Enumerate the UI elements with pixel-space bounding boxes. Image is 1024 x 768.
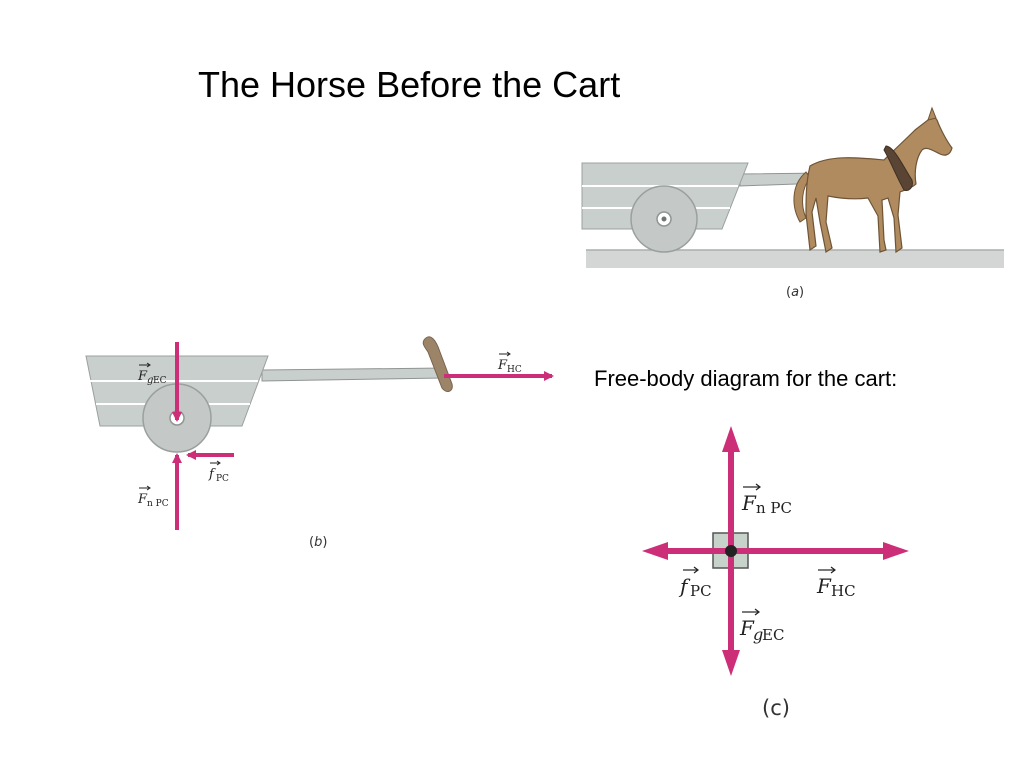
fbd-center-dot (725, 545, 737, 557)
panel-a-label: (a) (786, 285, 804, 300)
fbd-caption: Free-body diagram for the cart: (594, 366, 898, 391)
panel-a-horse-cart (581, 106, 1004, 268)
svg-text:F: F (741, 491, 757, 515)
label-friction-c: f PC (678, 566, 712, 600)
svg-text:n PC: n PC (756, 499, 792, 517)
panel-c-fbd (642, 426, 909, 676)
panel-b-label: (b) (309, 535, 327, 550)
panel-b-cart (85, 336, 554, 530)
label-gravity-b: F g EC (137, 362, 167, 386)
svg-text:EC: EC (762, 626, 784, 644)
cart-shaft-b (261, 367, 445, 382)
ground-strip (586, 250, 1004, 268)
svg-text:F: F (497, 358, 508, 373)
horse-collar (883, 145, 913, 191)
panel-c-label: (c) (762, 696, 790, 720)
svg-text:f: f (208, 467, 216, 482)
label-normal-c: F n PC (741, 483, 792, 517)
svg-text:F: F (137, 369, 148, 384)
label-horse-c: F HC (816, 566, 856, 600)
svg-text:F: F (816, 574, 832, 598)
slide-title: The Horse Before the Cart (198, 64, 621, 105)
svg-text:PC: PC (690, 582, 712, 600)
horse (793, 106, 953, 254)
svg-text:PC: PC (216, 474, 229, 484)
svg-text:g: g (147, 375, 153, 386)
svg-text:F: F (739, 616, 755, 640)
svg-text:F: F (137, 492, 148, 507)
svg-text:n PC: n PC (147, 499, 169, 509)
svg-text:g: g (753, 625, 763, 644)
label-gravity-c: F g EC (739, 608, 784, 644)
label-horse-b: F HC (497, 351, 522, 375)
svg-text:HC: HC (507, 365, 522, 375)
svg-text:EC: EC (153, 376, 167, 386)
label-friction-b: f PC (208, 460, 229, 484)
svg-text:HC: HC (831, 582, 856, 600)
label-normal-b: F n PC (137, 485, 169, 509)
horse-collar-stub (422, 336, 453, 392)
